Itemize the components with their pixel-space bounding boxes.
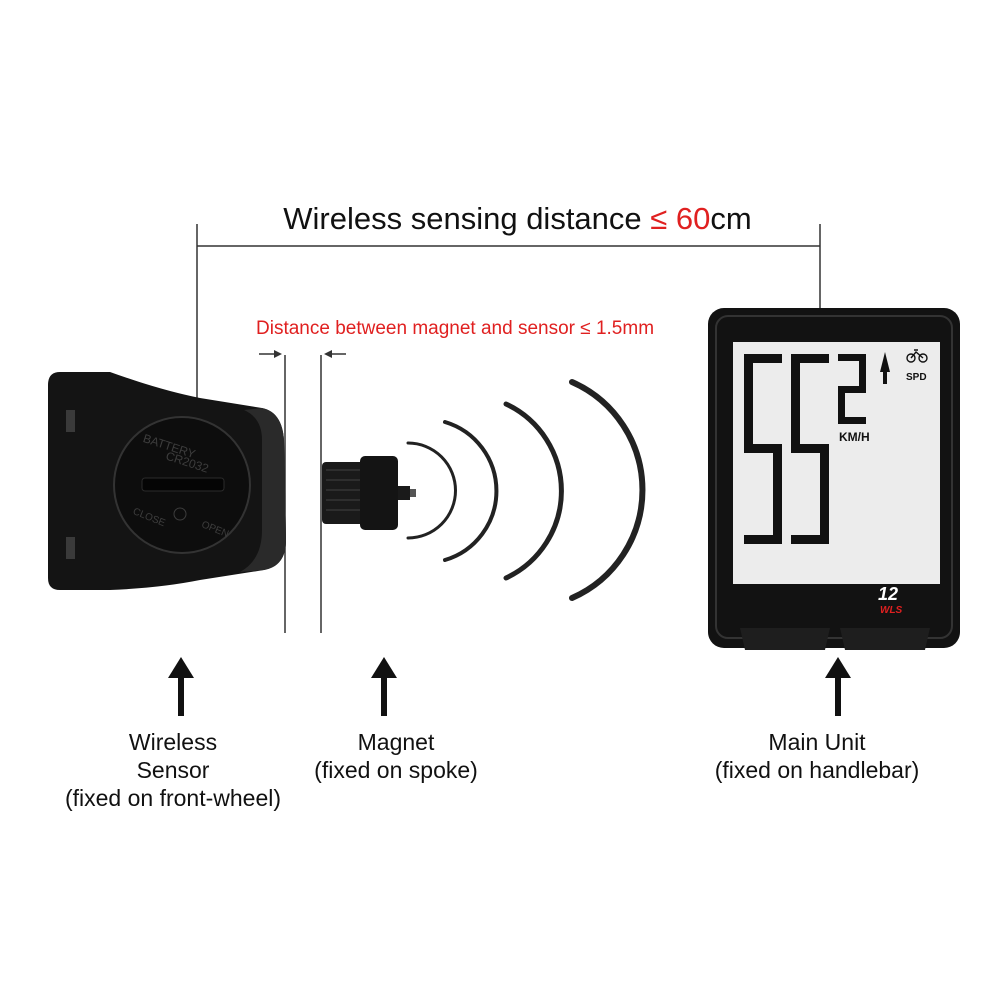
magnet-label: Magnet (fixed on spoke) [280,728,512,784]
right-button[interactable] [840,628,930,650]
magnet-up-arrow [371,657,397,716]
sensor-label-line3: (fixed on front-wheel) [64,785,282,811]
left-button[interactable] [740,628,830,650]
bicycle-icon [906,349,928,363]
sensor-slot-bottom [66,537,75,559]
wireless-distance-dimension [196,224,821,402]
speed-unit: KM/H [839,430,870,444]
wireless-distance-title: Wireless sensing distance ≤ 60cm [0,201,1000,237]
pointer-arrows [168,657,851,716]
magnet-label-line1: Magnet [357,729,435,755]
wireless-sensor: BATTERY CR2032 CLOSE OPEN [48,372,286,590]
brand-sub: WLS [880,605,903,616]
sensor-slot-top [66,410,75,432]
main-unit: KM/H SPD 12 WLS [708,308,960,650]
gap-arrowhead-left [274,350,282,358]
sensor-label: Wireless Sensor (fixed on front-wheel) [42,728,304,812]
battery-cover-slot [141,477,225,492]
sensor-label-line2: Sensor [136,757,210,783]
magnet-distance-note: Distance between magnet and sensor ≤ 1.5… [256,318,655,339]
magnet-label-line2: (fixed on spoke) [314,757,478,783]
mode-label: SPD [906,372,927,383]
signal-arc-2 [443,420,499,562]
signal-waves [406,379,646,601]
unit-label-line1: Main Unit [768,729,866,755]
gap-arrowhead-right [324,350,332,358]
unit-label: Main Unit (fixed on handlebar) [686,728,948,784]
signal-arc-4 [569,379,646,601]
title-prefix: Wireless sensing distance [283,201,651,236]
unit-label-line2: (fixed on handlebar) [714,757,920,783]
brand-number: 12 [878,584,898,604]
sensor-label-line1: Wireless [128,729,218,755]
signal-arc-3 [503,401,564,581]
signal-arc-1 [406,441,457,540]
unit-up-arrow [825,657,851,716]
lock-icon [173,507,187,521]
magnet [322,456,416,530]
title-highlight: ≤ 60 [650,201,711,236]
sensor-up-arrow [168,657,194,716]
title-suffix: cm [710,201,752,236]
